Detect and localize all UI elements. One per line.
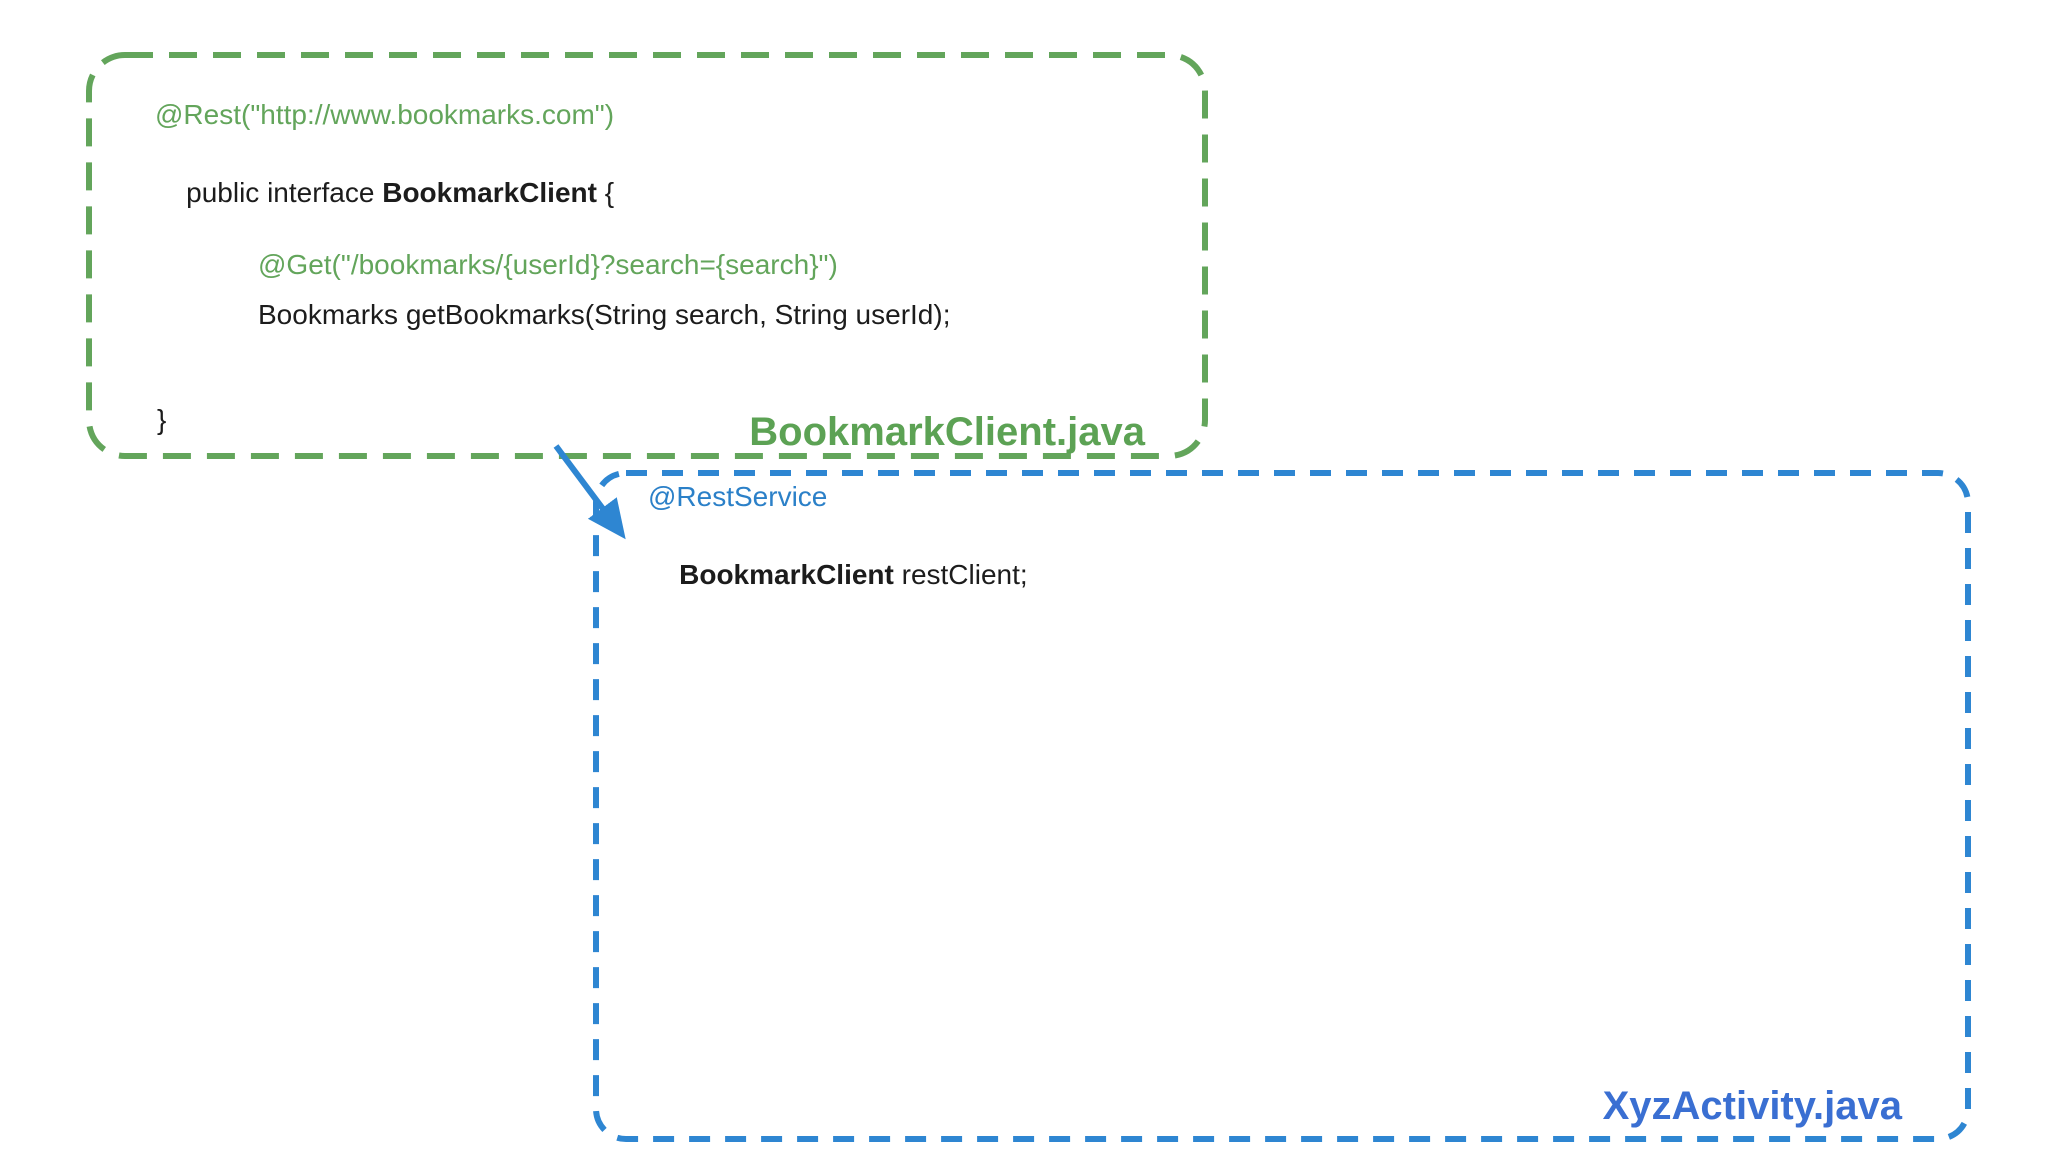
rest-client-field-line: BookmarkClient restClient; [648, 533, 1028, 617]
rest-annotation-line: @Rest("http://www.bookmarks.com") [155, 99, 615, 130]
bookmark-client-box-outline [86, 52, 1208, 459]
xyz-activity-box-outline [593, 470, 1971, 1142]
interface-name: BookmarkClient [382, 177, 597, 208]
interface-decl-prefix: public interface [186, 177, 383, 208]
interface-declaration-line: public interface BookmarkClient { [155, 151, 614, 235]
injection-arrow [553, 444, 626, 540]
field-decl-suffix: restClient; [893, 559, 1028, 590]
field-type: BookmarkClient [679, 559, 894, 590]
closing-brace-line: } [157, 404, 167, 435]
method-signature-line: Bookmarks getBookmarks(String search, St… [258, 299, 951, 330]
xyz-activity-file-label: XyzActivity.java [1602, 1084, 1902, 1128]
bookmark-client-file-label: BookmarkClient.java [749, 410, 1145, 454]
interface-decl-suffix: { [596, 177, 615, 208]
get-annotation-line: @Get("/bookmarks/{userId}?search={search… [258, 249, 838, 280]
rest-service-annotation-line: @RestService [648, 481, 828, 512]
